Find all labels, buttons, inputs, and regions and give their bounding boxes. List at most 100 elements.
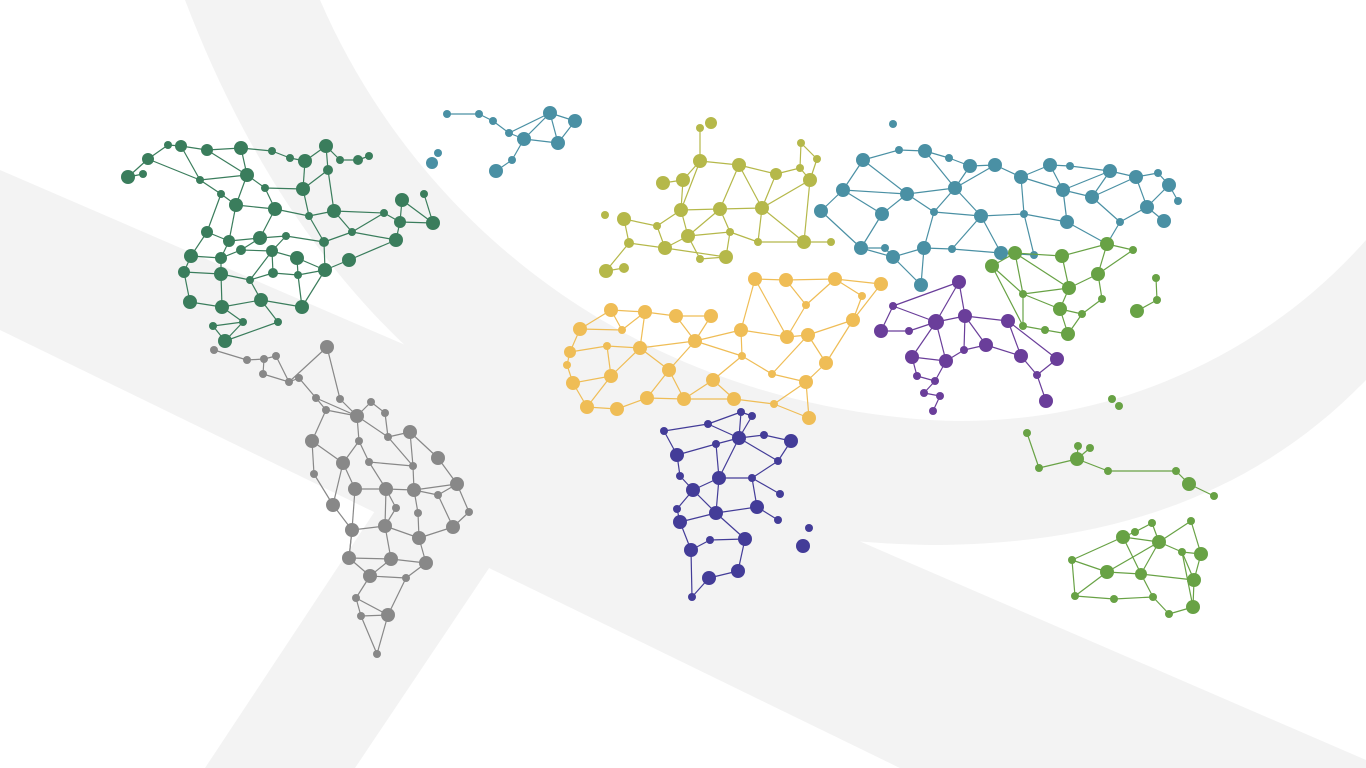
network-node [294,271,302,279]
network-link [212,321,244,327]
network-node [770,168,782,180]
network-link [799,142,802,169]
region-north-africa-middle-east [563,272,888,425]
network-link [785,278,836,281]
network-link [663,423,709,432]
network-node [846,313,860,327]
network-link [1062,170,1111,191]
network-node [674,203,688,217]
network-node [434,491,442,499]
network-node [686,483,700,497]
network-node [381,608,395,622]
network-node [412,531,426,545]
network-node [673,505,681,513]
network-node [214,267,228,281]
network-node [1116,530,1130,544]
network-link [326,346,341,400]
network-node [1041,326,1049,334]
network-node [551,136,565,150]
network-link [249,250,273,281]
network-node [350,409,364,423]
network-node [1152,535,1166,549]
network-link [1097,249,1134,275]
network-node [253,231,267,245]
network-node [670,448,684,462]
network-link [761,179,811,209]
network-node [1043,158,1057,172]
background-diagonal-stroke [205,390,575,768]
network-node [246,276,254,284]
network-node [1008,246,1022,260]
network-link [924,150,956,189]
network-node [395,193,409,207]
network-node [1140,200,1154,214]
network-node [754,238,762,246]
network-node [640,391,654,405]
network-node [719,250,733,264]
network-link [1023,213,1068,223]
network-node [928,314,944,330]
network-node [298,154,312,168]
network-node [797,235,811,249]
network-node [389,233,403,247]
network-node [353,155,363,165]
network-node [394,216,406,228]
network-node [318,263,332,277]
south-asia-nodes [874,275,1064,415]
network-node [1131,528,1139,536]
network-link [719,207,763,210]
network-node [295,300,309,314]
network-node [603,342,611,350]
network-node [1074,442,1082,450]
network-node [1056,183,1070,197]
network-node [234,141,248,155]
network-link [384,412,389,438]
network-node [709,506,723,520]
network-link [718,437,740,479]
network-link [1091,176,1137,198]
network-node [564,346,576,358]
network-node [323,165,333,175]
network-node [274,318,282,326]
network-link [387,436,414,467]
network-node [854,241,868,255]
network-node [1110,595,1118,603]
northern-asia-nodes [814,144,1182,292]
network-node [994,246,1008,260]
network-node [918,144,932,158]
network-node [601,211,609,219]
network-node [310,470,318,478]
network-node [653,222,661,230]
network-link [508,112,551,134]
network-link [348,557,392,560]
network-node [604,303,618,317]
network-node [638,305,652,319]
network-node [1098,295,1106,303]
network-link [842,189,908,195]
network-node [958,309,972,323]
network-node [619,263,629,273]
network-link [738,437,779,462]
network-link [951,215,982,250]
network-node [1100,237,1114,251]
network-link [285,235,325,243]
network-node [681,229,695,243]
network-node [218,334,232,348]
network-node [974,209,988,223]
network-link [348,239,397,261]
network-node [1174,197,1182,205]
network-link [807,319,854,336]
network-link [206,193,222,233]
region-east-asia-oceania [985,237,1218,618]
network-node [1066,162,1074,170]
network-node [261,184,269,192]
network-link [820,210,862,249]
network-node [712,471,726,485]
network-node [1172,467,1180,475]
network-node [1085,190,1099,204]
network-node [1186,600,1200,614]
network-node [342,253,356,267]
network-node [363,569,377,583]
network-node [1116,218,1124,226]
network-node [286,154,294,162]
